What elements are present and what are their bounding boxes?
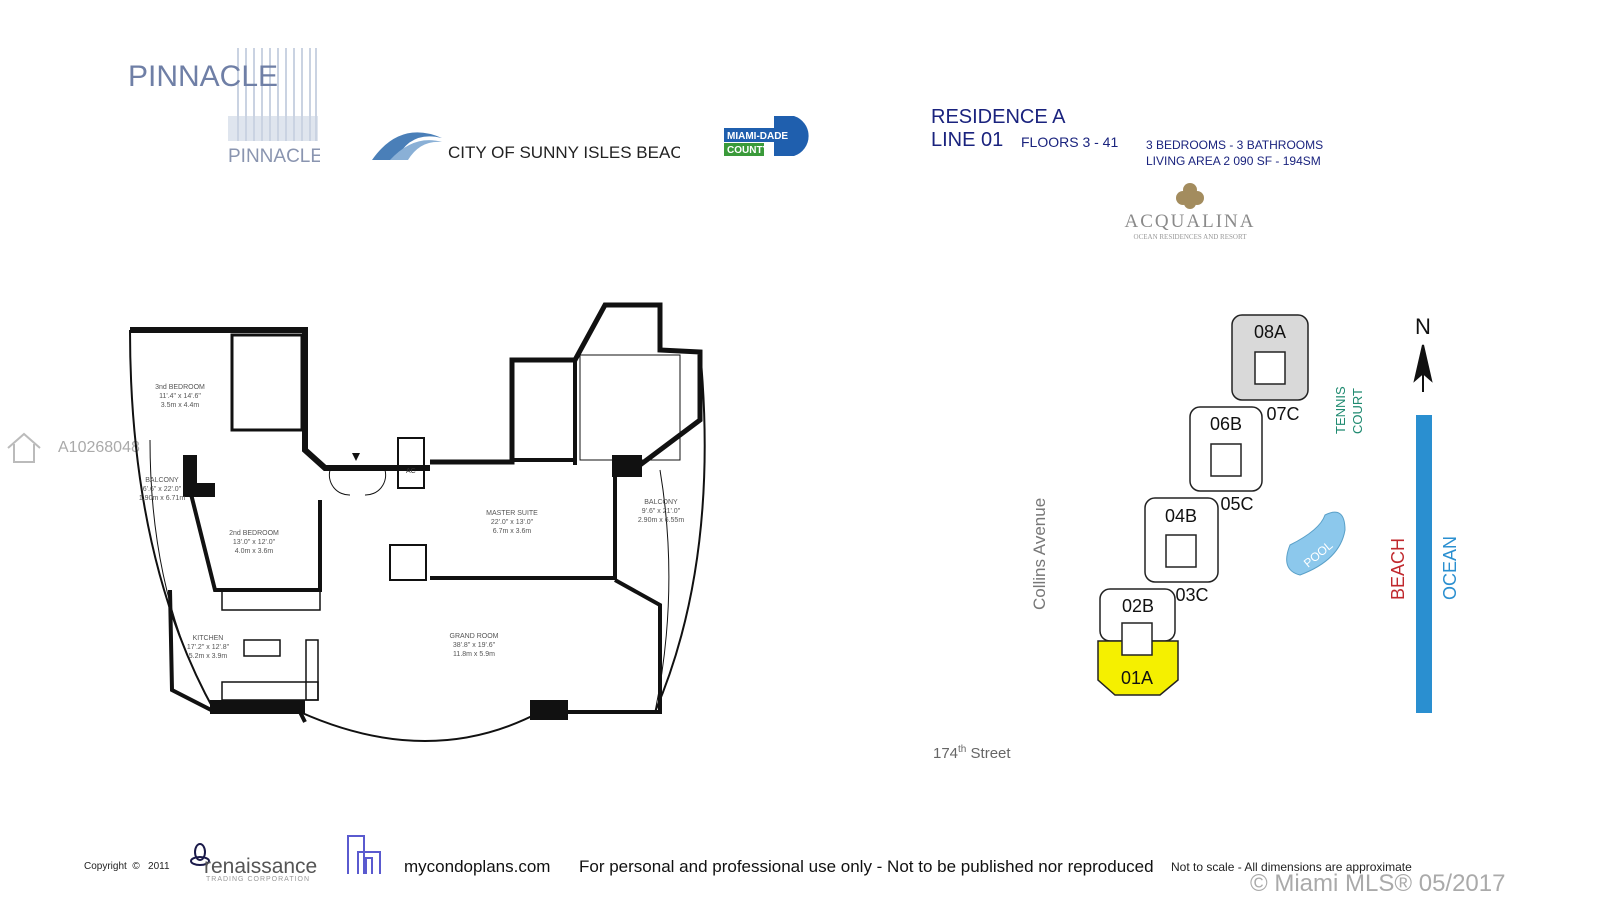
svg-text:MASTER SUITE: MASTER SUITE (486, 510, 538, 517)
scale-notice: Not to scale - All dimensions are approx… (1171, 860, 1412, 874)
renaissance-subtitle: TRADING CORPORATION (206, 876, 311, 883)
svg-text:COURT: COURT (1350, 388, 1365, 434)
svg-text:1.90m x 6.71m: 1.90m x 6.71m (139, 495, 185, 502)
svg-text:BALCONY: BALCONY (644, 499, 678, 506)
city-of-sunny-isles-logo: CITY OF SUNNY ISLES BEACH (370, 126, 695, 171)
svg-text:BALCONY: BALCONY (145, 477, 179, 484)
unit-01a (1097, 640, 1179, 696)
svg-text:07C: 07C (1266, 404, 1299, 424)
svg-text:KITCHEN: KITCHEN (193, 635, 224, 642)
svg-text:CITY OF SUNNY ISLES BEACH: CITY OF SUNNY ISLES BEACH (448, 143, 680, 162)
site-plan: 08A 07C 06B 05C 04B 03C 02B 01A Collins … (933, 314, 1460, 762)
svg-text:08A: 08A (1254, 322, 1286, 342)
residence-title: RESIDENCE A (931, 106, 1066, 128)
mycondoplans-logo-icon (347, 835, 381, 874)
svg-text:11'.4" x 14'.6": 11'.4" x 14'.6" (159, 393, 201, 400)
svg-text:02B: 02B (1122, 596, 1154, 616)
miami-dade-logo: MIAMI-DADE COUNTY (724, 114, 818, 163)
svg-text:13'.0" x 12'.0": 13'.0" x 12'.0" (233, 539, 276, 546)
svg-text:MIAMI-DADE: MIAMI-DADE (727, 131, 788, 142)
svg-text:01A: 01A (1121, 668, 1153, 688)
svg-text:GRAND ROOM: GRAND ROOM (450, 633, 499, 640)
svg-text:2.90m x 6.55m: 2.90m x 6.55m (638, 517, 684, 524)
renaissance-logo: renaissance TRADING CORPORATION (190, 843, 317, 883)
svg-text:PINNACLE: PINNACLE (128, 60, 278, 93)
acqualina-emblem-icon (1176, 183, 1204, 209)
svg-text:2nd BEDROOM: 2nd BEDROOM (229, 530, 279, 537)
svg-text:174th Street: 174th Street (933, 744, 1011, 762)
svg-text:6'.6" x 22'.0": 6'.6" x 22'.0" (143, 486, 182, 493)
mls-id: A10268048 (58, 439, 140, 456)
copyright: Copyright © 2011 (84, 861, 170, 872)
line-label: LINE 01 (931, 129, 1004, 151)
svg-text:5.2m x 3.9m: 5.2m x 3.9m (189, 653, 228, 660)
svg-text:06B: 06B (1210, 414, 1242, 434)
floor-plan: AC 3nd BEDROOM 11'.4" x 14'.6" 3.5m x 4.… (129, 302, 706, 742)
svg-text:N: N (1415, 314, 1431, 339)
floors-label: FLOORS 3 - 41 (1021, 134, 1119, 150)
svg-text:05C: 05C (1220, 494, 1253, 514)
living-area-label: LIVING AREA 2 090 SF - 194SM (1146, 154, 1321, 168)
svg-text:6.7m x 3.6m: 6.7m x 3.6m (493, 528, 532, 535)
svg-text:AC: AC (406, 468, 416, 475)
renaissance-emblem-icon (190, 843, 210, 866)
mls-watermark: A10268048 (4, 428, 140, 468)
mycondoplans-link[interactable]: mycondoplans.com (404, 857, 551, 876)
svg-text:17'.2" x 12'.8": 17'.2" x 12'.8" (187, 644, 230, 651)
acqualina-logo: ACQUALINA OCEAN RESIDENCES AND RESORT (1120, 182, 1260, 241)
svg-text:03C: 03C (1175, 585, 1208, 605)
acqualina-subtitle: OCEAN RESIDENCES AND RESORT (1133, 233, 1247, 241)
svg-text:38'.8" x 19'.6": 38'.8" x 19'.6" (453, 642, 496, 649)
pinnacle-logo: PINNACLE PINNACLE (128, 46, 323, 167)
svg-text:BEACH: BEACH (1388, 538, 1408, 600)
svg-text:4.0m x 3.6m: 4.0m x 3.6m (235, 548, 274, 555)
acqualina-name: ACQUALINA (1124, 211, 1256, 232)
svg-text:OCEAN: OCEAN (1440, 536, 1460, 600)
svg-text:04B: 04B (1165, 506, 1197, 526)
ocean-band (1416, 415, 1432, 713)
svg-text:COUNTY: COUNTY (727, 145, 770, 156)
mls-copyright: © Miami MLS® 05/2017 (1250, 870, 1506, 897)
svg-text:11.8m x 5.9m: 11.8m x 5.9m (453, 651, 495, 658)
renaissance-name: renaissance (204, 855, 318, 878)
pool (1286, 511, 1346, 576)
bedrooms-label: 3 BEDROOMS - 3 BATHROOMS (1146, 138, 1324, 152)
svg-text:PINNACLE: PINNACLE (228, 146, 320, 166)
svg-text:3.5m x 4.4m: 3.5m x 4.4m (161, 402, 200, 409)
svg-text:TENNIS: TENNIS (1333, 386, 1348, 434)
svg-text:3nd BEDROOM: 3nd BEDROOM (155, 384, 205, 391)
svg-text:9'.6" x 21'.0": 9'.6" x 21'.0" (642, 508, 681, 515)
usage-notice: For personal and professional use only -… (579, 857, 1154, 876)
house-watermark-icon (7, 432, 41, 463)
svg-text:22'.0" x 13'.0": 22'.0" x 13'.0" (491, 519, 534, 526)
north-arrow-icon (1413, 344, 1433, 392)
svg-text:Collins Avenue: Collins Avenue (1030, 498, 1049, 610)
